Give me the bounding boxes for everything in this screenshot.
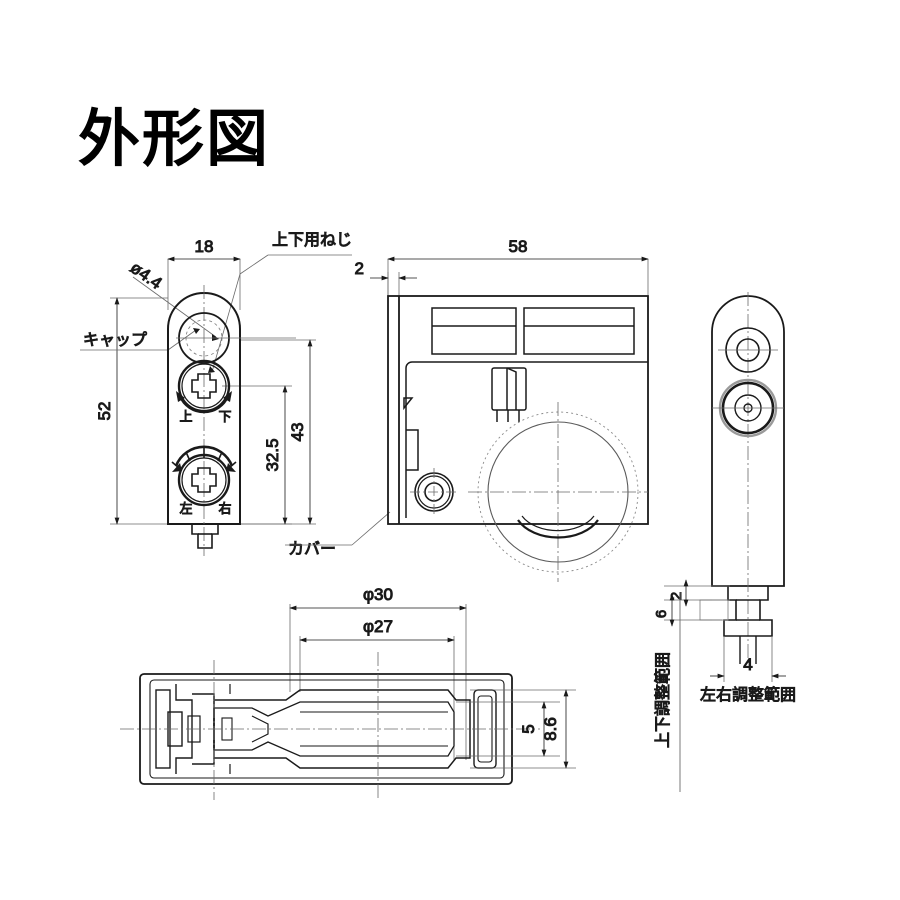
bottom-view-dia30-dim: [289, 604, 467, 760]
leftright-adjust-screw: [171, 445, 237, 507]
side-view-inner-outline: [403, 361, 648, 518]
dim-gap-2: 2: [668, 592, 685, 600]
label-vertical-adjust-range: 上下調整範囲: [654, 652, 672, 748]
side-view-wheel: [468, 402, 648, 582]
right-view-width-dim: [710, 636, 786, 682]
bottom-view-roller: [213, 689, 471, 769]
label-screw-down: 下: [218, 409, 231, 424]
side-view-connector: [491, 367, 527, 422]
side-section-view: 58 2: [354, 237, 649, 582]
dim-hole-dia-4-4: ø4.4: [127, 258, 166, 293]
dim-width-5: 5: [519, 724, 538, 733]
dim-width-18: 18: [195, 237, 214, 256]
side-view-dim-lines: [370, 256, 649, 296]
right-side-view: 2 6 4 上下調整範囲 左右調整範囲: [653, 292, 797, 792]
right-view-lower-hole: [712, 378, 784, 438]
right-view-upper-hole: [718, 327, 778, 373]
front-left-view: 18 52 43 32.5 ø4.4 キャップ 上下用ねじ: [80, 231, 391, 559]
bottom-view-centerlines: [120, 652, 540, 800]
bottom-plan-view: φ30 φ27: [120, 585, 576, 800]
right-view-stem: [699, 586, 773, 664]
bottom-view-right-dims: [456, 689, 576, 769]
dim-width-4: 4: [743, 655, 752, 674]
side-view-top-slots: [431, 307, 635, 355]
dim-thickness-2: 2: [355, 259, 364, 278]
side-view-hole: [410, 468, 458, 516]
front-view-dim-lines: [110, 256, 316, 525]
right-view-vert-dims: [664, 579, 730, 627]
page-title: 外形図: [78, 102, 271, 175]
bottom-view-dia27-dim: [299, 636, 455, 760]
dim-gap-6: 6: [653, 610, 670, 618]
label-screw-right: 右: [218, 501, 231, 516]
label-screw-left: 左: [179, 501, 192, 516]
updown-adjust-screw: [176, 359, 232, 414]
right-view-body: [711, 295, 785, 587]
dim-dia-27: φ27: [363, 617, 393, 636]
dim-height-52: 52: [95, 402, 114, 421]
dim-width-8-6: 8.6: [541, 717, 560, 741]
side-view-body: [387, 295, 649, 525]
front-view-stem: [191, 524, 219, 549]
label-updown-screw: 上下用ねじ: [272, 231, 352, 249]
label-screw-up: 上: [179, 409, 192, 424]
label-cover: カバー: [288, 541, 336, 558]
dim-height-32-5: 32.5: [263, 438, 282, 471]
dim-length-58: 58: [509, 237, 528, 256]
label-cap: キャップ: [83, 331, 147, 349]
dim-dia-30: φ30: [363, 585, 393, 604]
label-horizontal-adjust-range: 左右調整範囲: [700, 686, 796, 704]
dim-height-43: 43: [288, 423, 307, 442]
